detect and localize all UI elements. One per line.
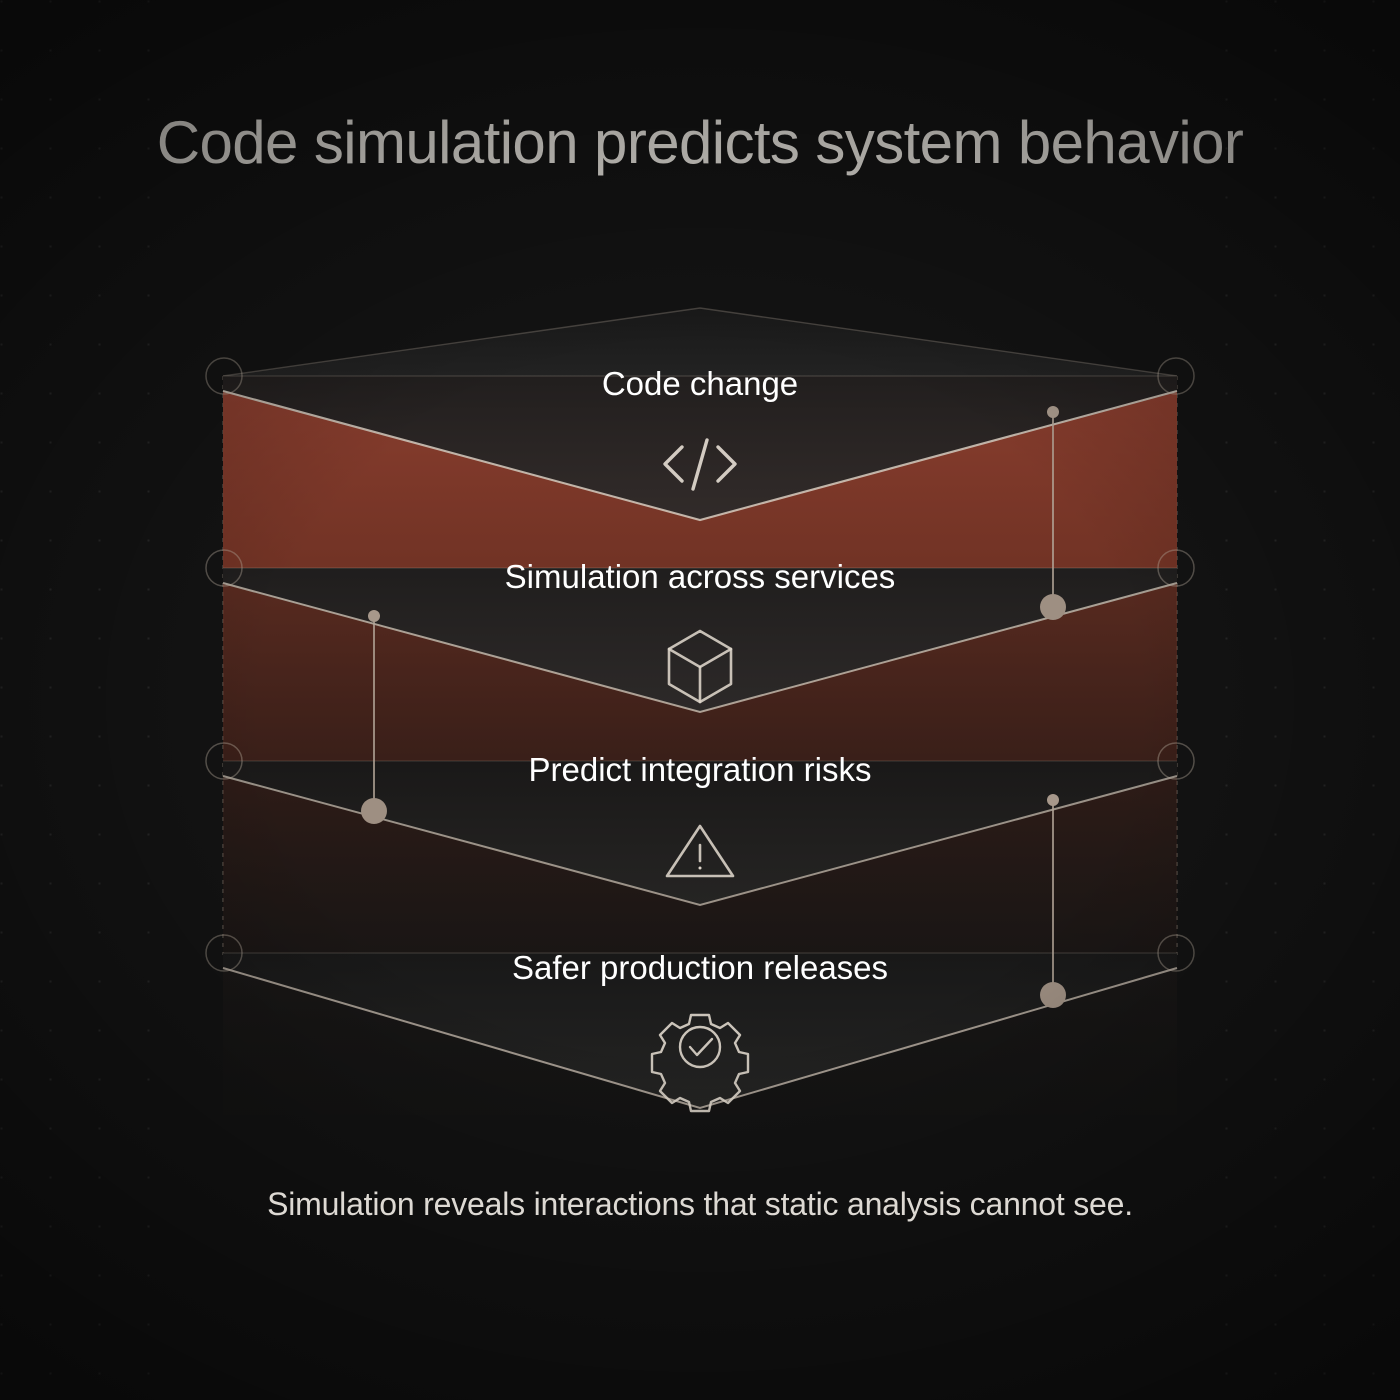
stage-1-label: Code change bbox=[602, 365, 798, 402]
stage-3-label: Predict integration risks bbox=[529, 751, 872, 788]
funnel-stage-2[interactable]: Simulation across services bbox=[222, 558, 1178, 761]
stage-4-label: Safer production releases bbox=[512, 949, 888, 986]
funnel-stage-3[interactable]: Predict integration risks bbox=[222, 751, 1178, 953]
funnel-stage-1[interactable]: Code change bbox=[222, 365, 1178, 568]
caption-text: Simulation reveals interactions that sta… bbox=[267, 1186, 1133, 1222]
funnel-stage-4[interactable]: Safer production releases bbox=[222, 949, 1178, 1115]
stage-2-label: Simulation across services bbox=[505, 558, 896, 595]
